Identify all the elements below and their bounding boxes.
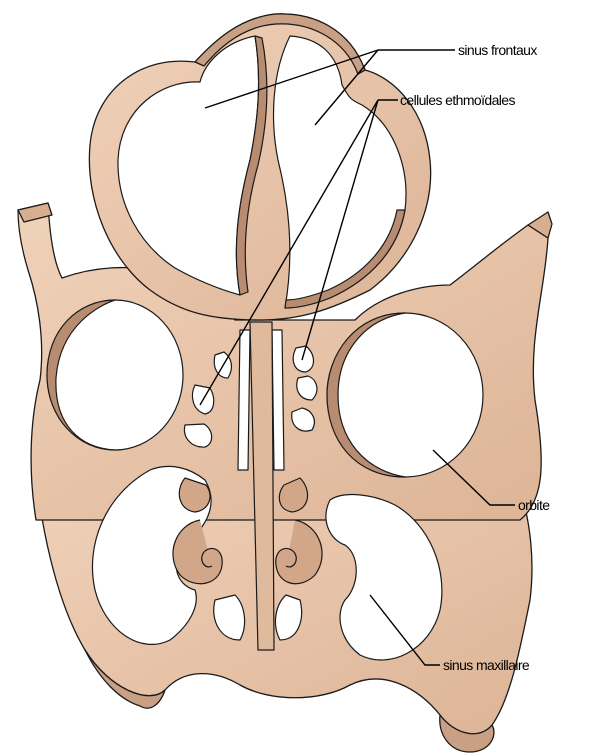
nasal-septum-gap-right [272,330,284,470]
label-cellules-ethmoidales: cellules ethmoïdales [400,92,515,108]
label-sinus-maxillaire: sinus maxillaire [443,657,530,673]
label-sinus-frontaux: sinus frontaux [458,42,537,58]
label-orbite: orbite [518,497,550,513]
nasal-septum-gap-left [238,330,250,470]
